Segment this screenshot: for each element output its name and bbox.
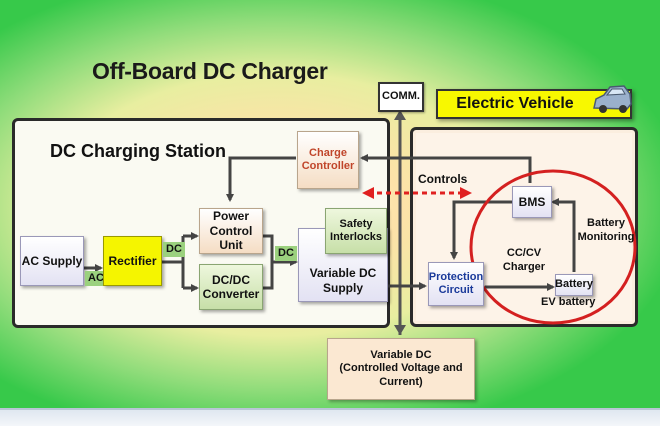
ccvc-charger-label: CC/CV Charger: [502, 247, 546, 274]
battery-block: Battery: [555, 274, 593, 296]
station-title: DC Charging Station: [50, 141, 226, 161]
car-icon: [593, 85, 632, 113]
comm-box: COMM.: [378, 82, 424, 112]
power-control-unit-block: Power Control Unit: [199, 208, 263, 254]
ac-tag: AC: [85, 271, 107, 286]
electric-vehicle-label: Electric Vehicle: [456, 95, 574, 113]
bottom-strip: [0, 408, 660, 426]
protection-circuit-block: Protection Circuit: [428, 262, 484, 306]
dcdc-converter-block: DC/DC Converter: [199, 264, 263, 310]
dc-tag-pcu: DC: [275, 246, 297, 261]
controls-label: Controls: [418, 172, 468, 186]
charger-ring: [469, 169, 637, 325]
diagram-title: Off-Board DC Charger: [92, 58, 328, 84]
output-note-line2: (Controlled Voltage and Current): [339, 362, 463, 388]
ev-battery-label: EV battery: [541, 296, 596, 308]
safety-interlocks-block: Safety Interlocks: [325, 208, 387, 254]
bms-block: BMS: [512, 186, 552, 218]
dc-tag-rectifier: DC: [163, 242, 185, 257]
arrow-controller-to-pcu: [226, 156, 296, 202]
ac-supply-block: AC Supply: [20, 236, 84, 286]
battery-monitoring-label: Battery Monitoring: [577, 217, 635, 244]
charge-controller-block: Charge Controller: [297, 131, 359, 189]
rectifier-block: Rectifier: [103, 236, 162, 286]
arrow-bms-to-protection: [450, 200, 512, 260]
arrow-battery-to-bms: [551, 198, 576, 272]
variable-dc-output-note: Variable DC (Controlled Voltage and Curr…: [327, 338, 475, 400]
output-note-line1: Variable DC: [370, 349, 432, 362]
